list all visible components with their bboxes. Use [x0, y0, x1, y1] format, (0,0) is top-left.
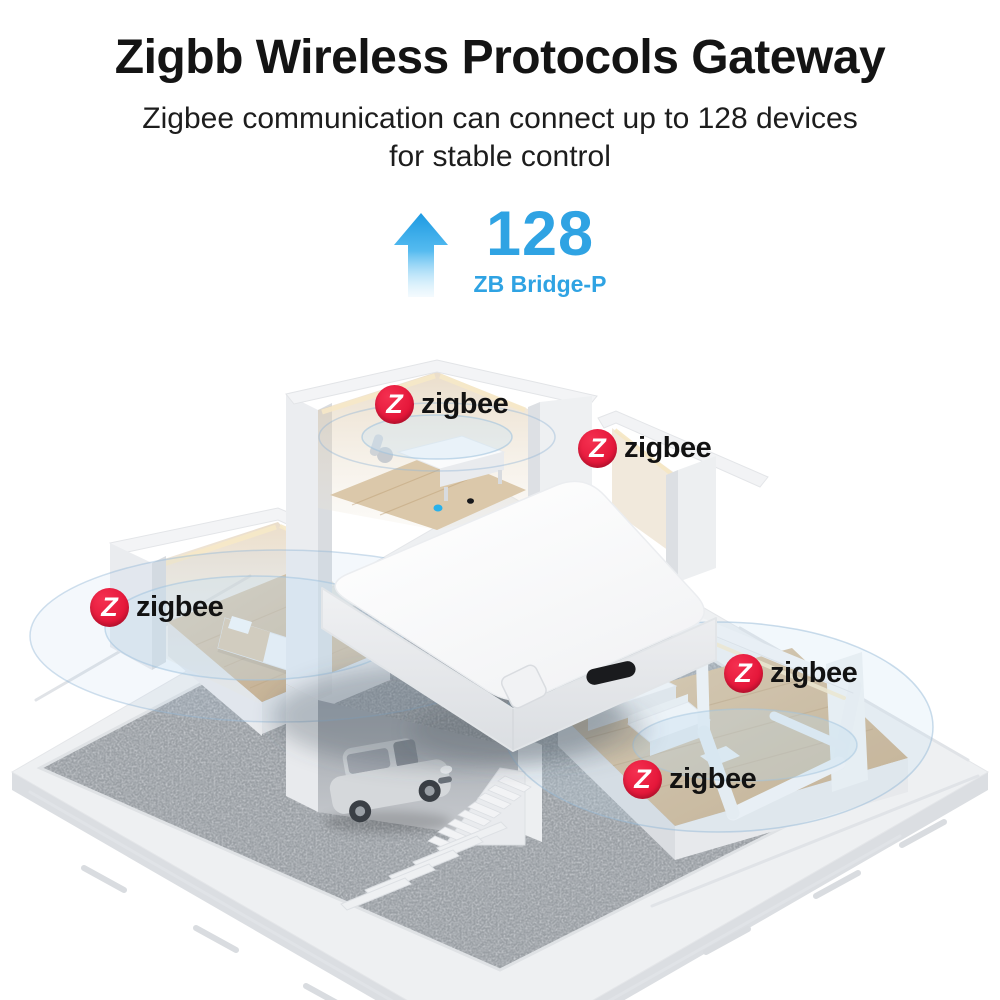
zigbee-z-icon: Z	[90, 588, 129, 627]
platform-seam-lines	[28, 574, 980, 1000]
page-title: Zigbb Wireless Protocols Gateway	[114, 31, 886, 84]
status-led	[433, 504, 443, 512]
zigbee-z-icon: Z	[724, 654, 763, 693]
zigbee-label: zigbee	[624, 432, 712, 464]
office-desk	[396, 435, 506, 501]
sofa	[627, 694, 740, 766]
zigbee-label: zigbee	[421, 388, 509, 420]
up-arrow-icon	[394, 213, 448, 297]
platform-dash-marks	[81, 819, 947, 1000]
page-subtitle: Zigbee communication can connect up to 1…	[0, 100, 1000, 176]
device-count: 128	[485, 199, 595, 269]
zigbee-label: zigbee	[136, 591, 224, 623]
reset-pinhole	[467, 498, 474, 504]
pairing-button	[500, 664, 547, 709]
zigbee-label: zigbee	[770, 657, 858, 689]
subtitle-line-1: Zigbee communication can connect up to 1…	[142, 102, 858, 135]
garage	[286, 684, 542, 842]
model-name: ZB Bridge-P	[473, 271, 607, 297]
office-chair	[369, 434, 393, 463]
usb-c-port	[586, 661, 636, 685]
bed	[217, 616, 326, 684]
zigbee-logo: Z zigbee	[578, 429, 712, 468]
device-top-face	[334, 480, 705, 701]
gateway-device	[273, 480, 717, 768]
kitchen-counter	[558, 671, 678, 731]
zigbee-logo: Z zigbee	[375, 385, 509, 424]
subtitle-line-2: for stable control	[389, 140, 611, 173]
device-side-face	[321, 587, 717, 752]
zigbee-label: zigbee	[669, 763, 757, 795]
stairs	[427, 767, 532, 853]
zigbee-logo: Z zigbee	[724, 654, 858, 693]
zigbee-z-icon: Z	[578, 429, 617, 468]
zigbee-logo: Z zigbee	[90, 588, 224, 627]
car	[324, 738, 453, 833]
stepping-stones	[340, 821, 508, 911]
base-platform	[11, 489, 989, 1000]
zigbee-z-icon: Z	[375, 385, 414, 424]
zigbee-z-icon: Z	[623, 760, 662, 799]
zigbee-logo: Z zigbee	[623, 760, 757, 799]
